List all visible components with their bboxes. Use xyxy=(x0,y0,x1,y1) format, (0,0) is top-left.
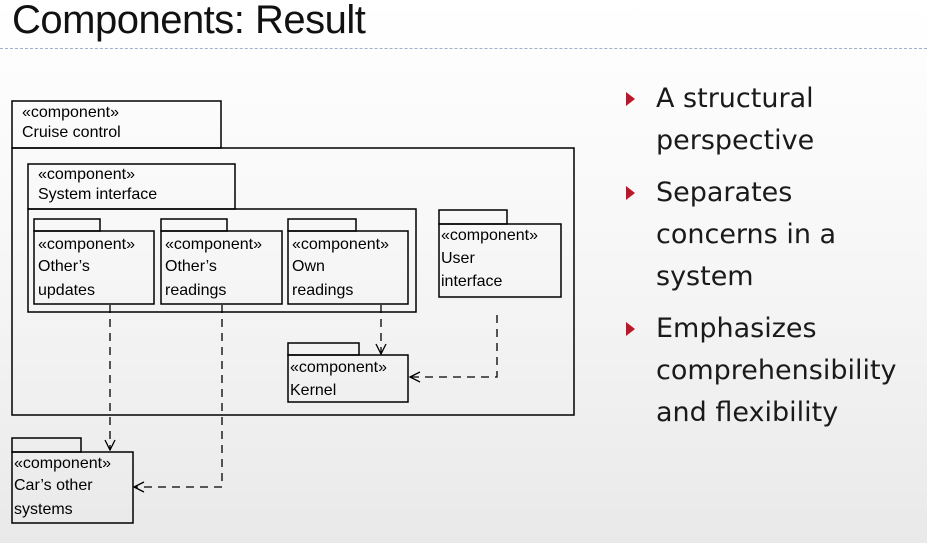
component-name-line1: Other’s xyxy=(38,258,90,275)
slide-title: Components: Result xyxy=(12,0,366,42)
component-name-line2: readings xyxy=(165,282,226,299)
component-name-line1: Car’s other xyxy=(14,477,93,494)
bullet-text-line: Emphasizes xyxy=(656,313,817,344)
stereotype-label: «component» xyxy=(38,166,135,183)
bullet-item: Emphasizes comprehensibility and flexibi… xyxy=(626,308,897,434)
component-user-interface: «component» User interface xyxy=(438,209,562,298)
stereotype-label: «component» xyxy=(14,455,111,472)
component-name: Kernel xyxy=(290,382,336,399)
component-tab xyxy=(287,342,360,356)
component-body xyxy=(33,230,155,305)
bullet-text-line: Separates xyxy=(656,177,793,208)
bullet-marker-icon xyxy=(626,186,635,200)
dependency-arrow-others-readings-to-cars-other xyxy=(134,305,223,487)
component-name-line1: Own xyxy=(292,258,325,275)
bullet-item: A structural perspective xyxy=(626,78,897,162)
component-diagram: «component» Cruise control «component» S… xyxy=(11,100,575,524)
component-kernel: «component» Kernel xyxy=(287,342,409,403)
bullet-text-line: comprehensibility xyxy=(656,355,897,386)
component-name-line1: User xyxy=(441,250,475,267)
bullet-text-line: A structural xyxy=(656,83,814,114)
title-divider xyxy=(0,48,927,49)
bullet-item: Separates concerns in a system xyxy=(626,172,897,298)
stereotype-label: «component» xyxy=(441,227,538,244)
bullet-marker-icon xyxy=(626,92,635,106)
bullet-text-line: system xyxy=(656,261,754,292)
component-name: System interface xyxy=(38,186,157,203)
component-name-line2: updates xyxy=(38,282,95,299)
component-system-interface: «component» System interface xyxy=(27,163,417,313)
bullet-text-line: perspective xyxy=(656,125,815,156)
stereotype-label: «component» xyxy=(22,104,119,121)
component-body xyxy=(287,230,409,305)
stereotype-label: «component» xyxy=(165,236,262,253)
component-name: Cruise control xyxy=(22,124,121,141)
component-body xyxy=(287,354,409,403)
bullet-text-line: concerns in a xyxy=(656,219,837,250)
stereotype-label: «component» xyxy=(38,236,135,253)
component-tab xyxy=(33,218,101,232)
bullet-list: A structural perspective Separates conce… xyxy=(626,78,897,444)
component-body xyxy=(160,230,283,305)
component-name-line1: Other’s xyxy=(165,258,217,275)
component-tab xyxy=(11,437,82,453)
bullet-text-line: and flexibility xyxy=(656,397,839,428)
component-name-line2: systems xyxy=(14,501,73,518)
component-cruise-control: «component» Cruise control xyxy=(11,100,575,416)
stereotype-label: «component» xyxy=(292,236,389,253)
component-own-readings: «component» Own readings xyxy=(287,218,409,305)
stereotype-label: «component» xyxy=(290,359,387,376)
component-tab xyxy=(160,218,228,232)
component-body xyxy=(11,147,575,416)
component-cars-other-systems: «component» Car’s other systems xyxy=(11,437,134,524)
bullet-marker-icon xyxy=(626,322,635,336)
component-body xyxy=(438,223,562,298)
component-others-updates: «component» Other’s updates xyxy=(33,218,155,305)
dependency-arrow-user-interface-to-kernel xyxy=(410,315,498,377)
component-name-line2: interface xyxy=(441,273,502,290)
component-others-readings: «component» Other’s readings xyxy=(160,218,283,305)
component-tab xyxy=(438,209,508,225)
component-name-line2: readings xyxy=(292,282,353,299)
component-tab xyxy=(287,218,357,232)
